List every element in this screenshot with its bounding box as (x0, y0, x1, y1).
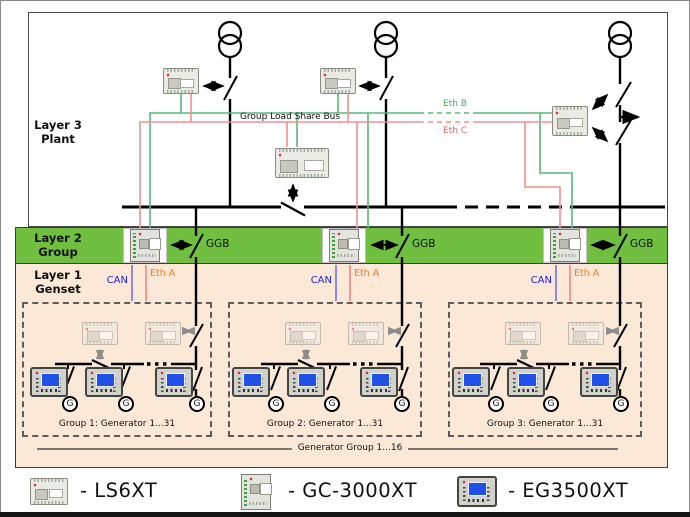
eg3500xt-icon (360, 367, 398, 397)
eg3500xt-icon (155, 367, 193, 397)
can-label: CAN (106, 275, 128, 286)
ggb-label: GGB (206, 238, 230, 250)
generator-group-2-box (228, 302, 422, 437)
ls6xt-icon (82, 322, 118, 345)
bottom-bar (0, 512, 690, 517)
generator-icon: G (324, 396, 340, 412)
gray-link-arrows (95, 326, 620, 361)
load-share-bus-label: Group Load Share Bus (239, 112, 341, 122)
group-1-caption: Group 1: Generator 1...31 (58, 419, 176, 429)
eth-c-wire (139, 94, 561, 228)
layer1-label-line1: Layer 1 (34, 268, 82, 282)
eth-a-label: Eth A (354, 268, 380, 279)
generator-icon: G (268, 396, 284, 412)
eg3500xt-icon (287, 367, 325, 397)
generator-group-1-box (22, 302, 212, 437)
control-arrows (170, 80, 616, 251)
ls6xt-icon (30, 478, 68, 505)
gc3000xt-icon (329, 229, 359, 262)
legend-ls6xt-label: - LS6XT (80, 479, 158, 502)
eg3500xt-icon (232, 367, 270, 397)
layer2-label-line1: Layer 2 (34, 231, 82, 245)
transformer-icons (217, 20, 633, 59)
eth-a-label: Eth A (574, 268, 600, 279)
eg3500xt-icon (580, 367, 618, 397)
legend-eg3500xt-label: - EG3500XT (508, 479, 629, 502)
eg3500xt-icon (30, 367, 68, 397)
layer3-label-line1: Layer 3 (34, 118, 82, 132)
gc3000xt-icon (550, 229, 580, 262)
ls6xt-icon (285, 322, 321, 345)
generator-icon: G (62, 396, 78, 412)
group-controller-panel (123, 228, 167, 263)
generator-icon: G (613, 396, 629, 412)
layer1-label: Layer 1 Genset (16, 268, 100, 297)
ggb-label: GGB (412, 238, 436, 250)
ls6xt-icon (145, 322, 181, 345)
generator-icon: G (543, 396, 559, 412)
can-label: CAN (530, 275, 552, 286)
group-busbars (55, 359, 620, 391)
eg3500xt-icon (457, 476, 497, 507)
group-2-caption: Group 2: Generator 1...31 (266, 419, 384, 429)
eg3500xt-icon (452, 367, 490, 397)
generator-icon: G (189, 396, 205, 412)
group-feeders (189, 207, 628, 396)
bus-tie-breaker-icon (280, 201, 306, 217)
gc3000xt-icon (241, 474, 271, 510)
layer2-label-line2: Group (38, 245, 78, 260)
generator-icon: G (488, 396, 504, 412)
ls6xt-icon (568, 322, 604, 345)
ggb-label: GGB (630, 238, 654, 250)
can-label: CAN (310, 275, 332, 286)
eg3500xt-icon (85, 367, 123, 397)
ls6xt-icon (163, 68, 199, 94)
ls6xt-icon (552, 106, 588, 136)
eg3500xt-icon (507, 367, 545, 397)
eth-b-label: Eth B (443, 99, 467, 109)
layer3-label-line2: Plant (41, 132, 75, 147)
ls6xt-icon (275, 148, 329, 178)
legend-gc3000xt-label: - GC-3000XT (288, 479, 418, 502)
layer3-label: Layer 3 Plant (16, 118, 100, 147)
generator-icon: G (118, 396, 134, 412)
generator-group-caption: Generator Group 1...16 (297, 443, 403, 453)
group-controller-panel (322, 228, 366, 263)
plant-busbar (122, 201, 665, 217)
group-3-caption: Group 3: Generator 1...31 (486, 419, 604, 429)
eth-c-label: Eth C (443, 126, 468, 136)
ls6xt-icon (505, 322, 541, 345)
layer2-label: Layer 2 Group (16, 231, 100, 260)
layer1-label-line2: Genset (35, 282, 81, 297)
ls6xt-icon (320, 68, 356, 94)
eth-b-wire (149, 94, 573, 228)
generator-icon: G (394, 396, 410, 412)
eth-a-wires (145, 265, 571, 301)
generator-group-3-box (448, 302, 642, 437)
ls6xt-icon (348, 322, 384, 345)
mains-feeders (223, 57, 641, 207)
eth-a-label: Eth A (150, 268, 176, 279)
group-controller-panel (543, 228, 587, 263)
gc3000xt-icon (130, 229, 160, 262)
can-wires (131, 265, 557, 301)
